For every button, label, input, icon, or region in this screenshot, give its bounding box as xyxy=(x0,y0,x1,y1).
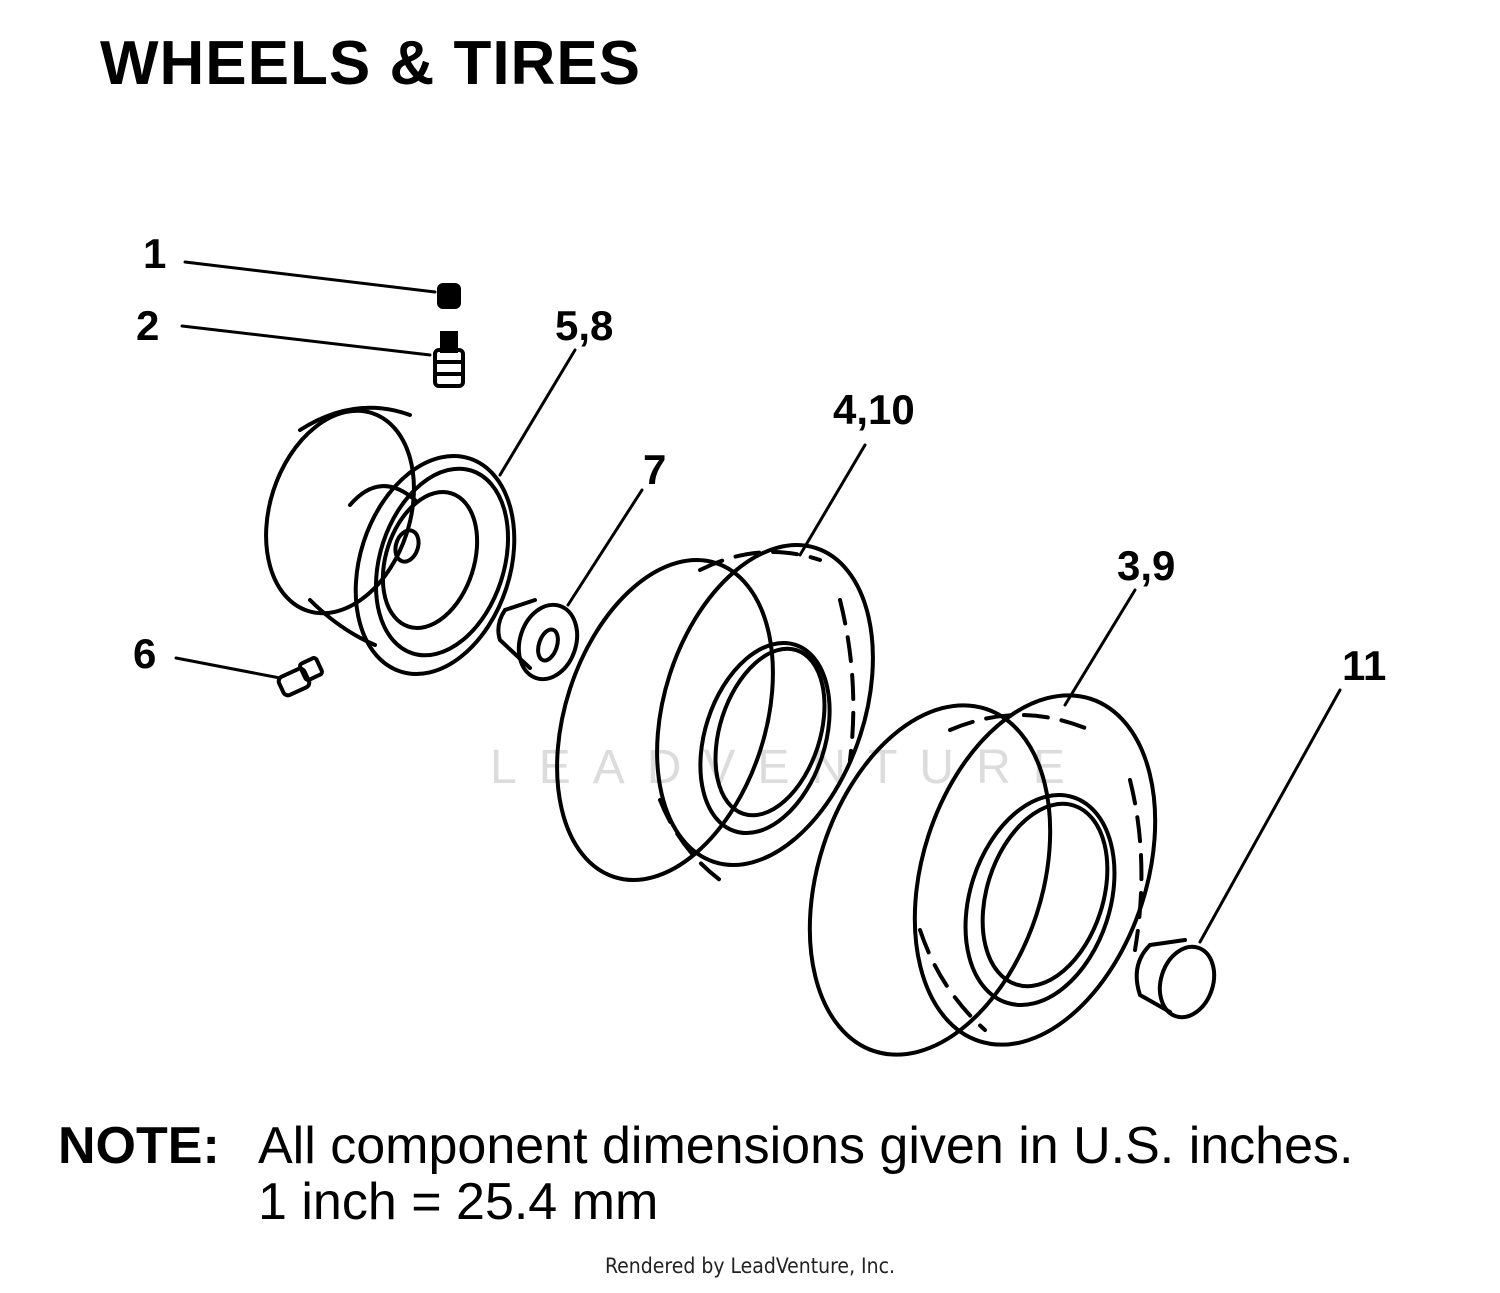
leader-line-11 xyxy=(1198,688,1342,944)
wheel-bolt-part xyxy=(276,656,324,698)
leader-line-1 xyxy=(183,260,437,294)
callout-6: 6 xyxy=(133,630,156,677)
callout-11: 11 xyxy=(1342,642,1386,689)
diagram-title: WHEELS & TIRES xyxy=(100,29,642,98)
note-line-1: All component dimensions given in U.S. i… xyxy=(258,1117,1354,1175)
rear-tire-part xyxy=(807,693,1158,1057)
callout-3-9: 3,9 xyxy=(1117,542,1175,589)
callout-2: 2 xyxy=(136,302,159,349)
valve-cap-part xyxy=(437,283,461,309)
dimension-note: NOTE: All component dimensions given in U… xyxy=(58,1118,1353,1230)
note-line-2: 1 inch = 25.4 mm xyxy=(258,1173,659,1231)
note-label: NOTE: xyxy=(58,1117,220,1175)
wheel-rim-part xyxy=(264,405,517,677)
callout-1: 1 xyxy=(143,230,166,277)
render-credit: Rendered by LeadVenture, Inc. xyxy=(605,1254,895,1278)
leader-line-3-9 xyxy=(1063,588,1137,707)
leader-line-2 xyxy=(180,324,432,357)
front-tire-part xyxy=(555,543,875,882)
leader-line-6 xyxy=(174,656,282,680)
callout-5-8: 5,8 xyxy=(555,302,613,349)
callout-4-10: 4,10 xyxy=(833,386,915,433)
callout-7: 7 xyxy=(643,446,666,493)
bearing-part xyxy=(1134,938,1217,1020)
leader-lines xyxy=(174,260,1342,944)
flange-bushing-part xyxy=(496,598,580,682)
leader-line-4-10 xyxy=(798,443,867,557)
leader-line-5-8 xyxy=(498,348,577,477)
leader-line-7 xyxy=(566,488,644,607)
valve-stem-part xyxy=(433,331,465,388)
